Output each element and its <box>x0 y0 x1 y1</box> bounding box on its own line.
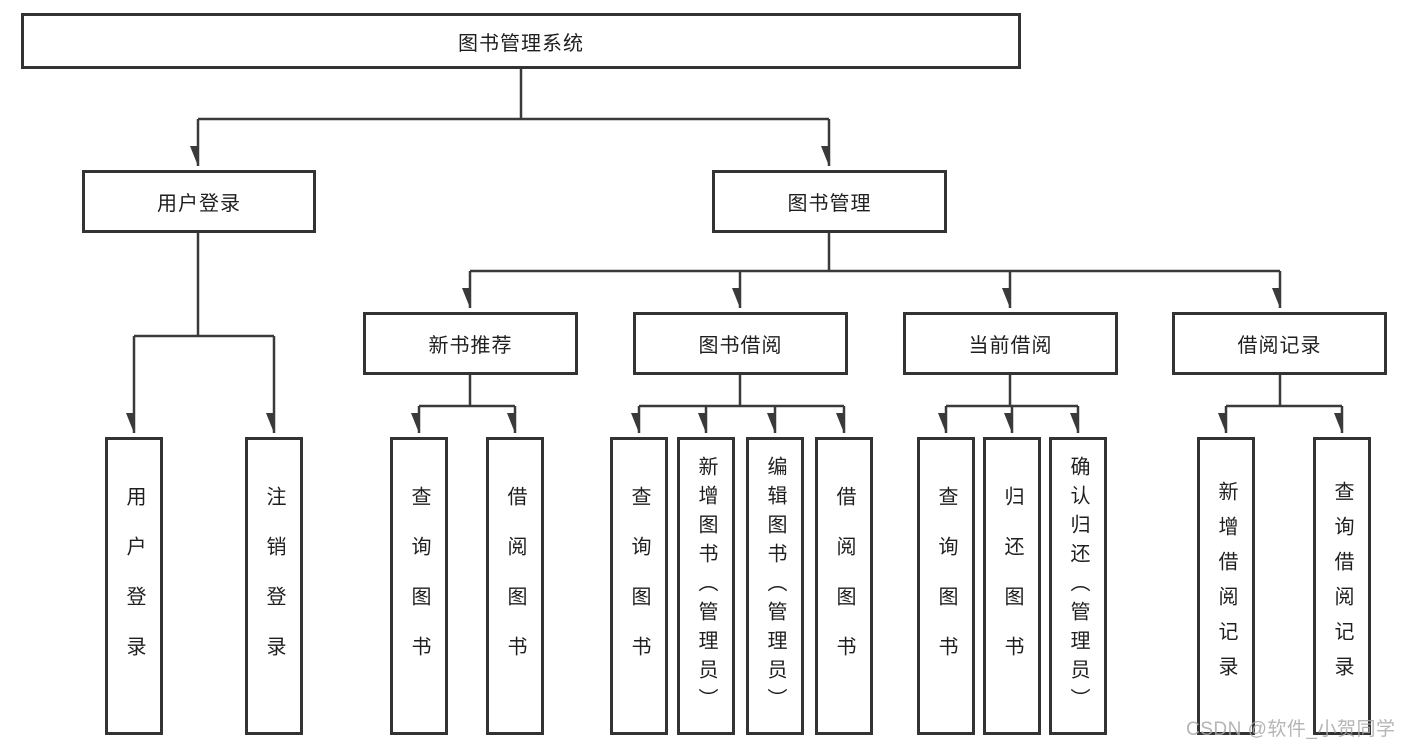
node-label: 图书管理系统 <box>458 32 584 55</box>
leaf-edit-books-admin: 编辑图书（管理员） <box>746 437 804 735</box>
leaf-logout: 注销登录 <box>245 437 303 735</box>
node-label: 确认归还（管理员） <box>1067 455 1089 717</box>
node-label: 图书管理 <box>787 193 872 215</box>
leaf-query-books-borrow: 查询图书 <box>610 437 668 735</box>
node-library-management-system: 图书管理系统 <box>21 13 1021 69</box>
node-label: 归还图书 <box>1001 486 1023 686</box>
leaf-add-borrow-record: 新增借阅记录 <box>1197 437 1255 735</box>
node-label: 用户登录 <box>157 193 241 215</box>
node-label: 编辑图书（管理员） <box>764 455 786 717</box>
node-label: 新书推荐 <box>428 335 513 357</box>
leaf-borrow-books: 借阅图书 <box>815 437 873 735</box>
node-label: 借阅图书 <box>504 486 526 686</box>
csdn-watermark: CSDN @软件_小贺同学 <box>1186 719 1396 740</box>
node-label: 新增图书（管理员） <box>695 455 717 717</box>
node-label: 新增借阅记录 <box>1215 481 1237 691</box>
leaf-borrow-books-recommend: 借阅图书 <box>486 437 544 735</box>
node-book-borrow: 图书借阅 <box>633 312 848 375</box>
node-new-book-recommend: 新书推荐 <box>363 312 578 375</box>
node-label: 借阅记录 <box>1237 335 1322 357</box>
node-label: 查询借阅记录 <box>1331 481 1353 691</box>
leaf-query-books-current: 查询图书 <box>917 437 975 735</box>
node-borrow-records: 借阅记录 <box>1172 312 1387 375</box>
node-label: 查询图书 <box>935 486 957 686</box>
node-book-management: 图书管理 <box>712 170 947 233</box>
node-label: 当前借阅 <box>968 335 1053 357</box>
node-label: 查询图书 <box>408 486 430 686</box>
node-label: 图书借阅 <box>698 335 783 357</box>
node-user-login: 用户登录 <box>82 170 316 233</box>
leaf-confirm-return-admin: 确认归还（管理员） <box>1049 437 1107 735</box>
leaf-query-books-recommend: 查询图书 <box>390 437 448 735</box>
leaf-add-books-admin: 新增图书（管理员） <box>677 437 735 735</box>
leaf-query-borrow-record: 查询借阅记录 <box>1313 437 1371 735</box>
node-label: 用户登录 <box>123 486 145 686</box>
leaf-return-books: 归还图书 <box>983 437 1041 735</box>
node-label: 注销登录 <box>263 486 285 686</box>
leaf-user-login: 用户登录 <box>105 437 163 735</box>
node-label: 查询图书 <box>628 486 650 686</box>
node-current-borrow: 当前借阅 <box>903 312 1118 375</box>
node-label: 借阅图书 <box>833 486 855 686</box>
